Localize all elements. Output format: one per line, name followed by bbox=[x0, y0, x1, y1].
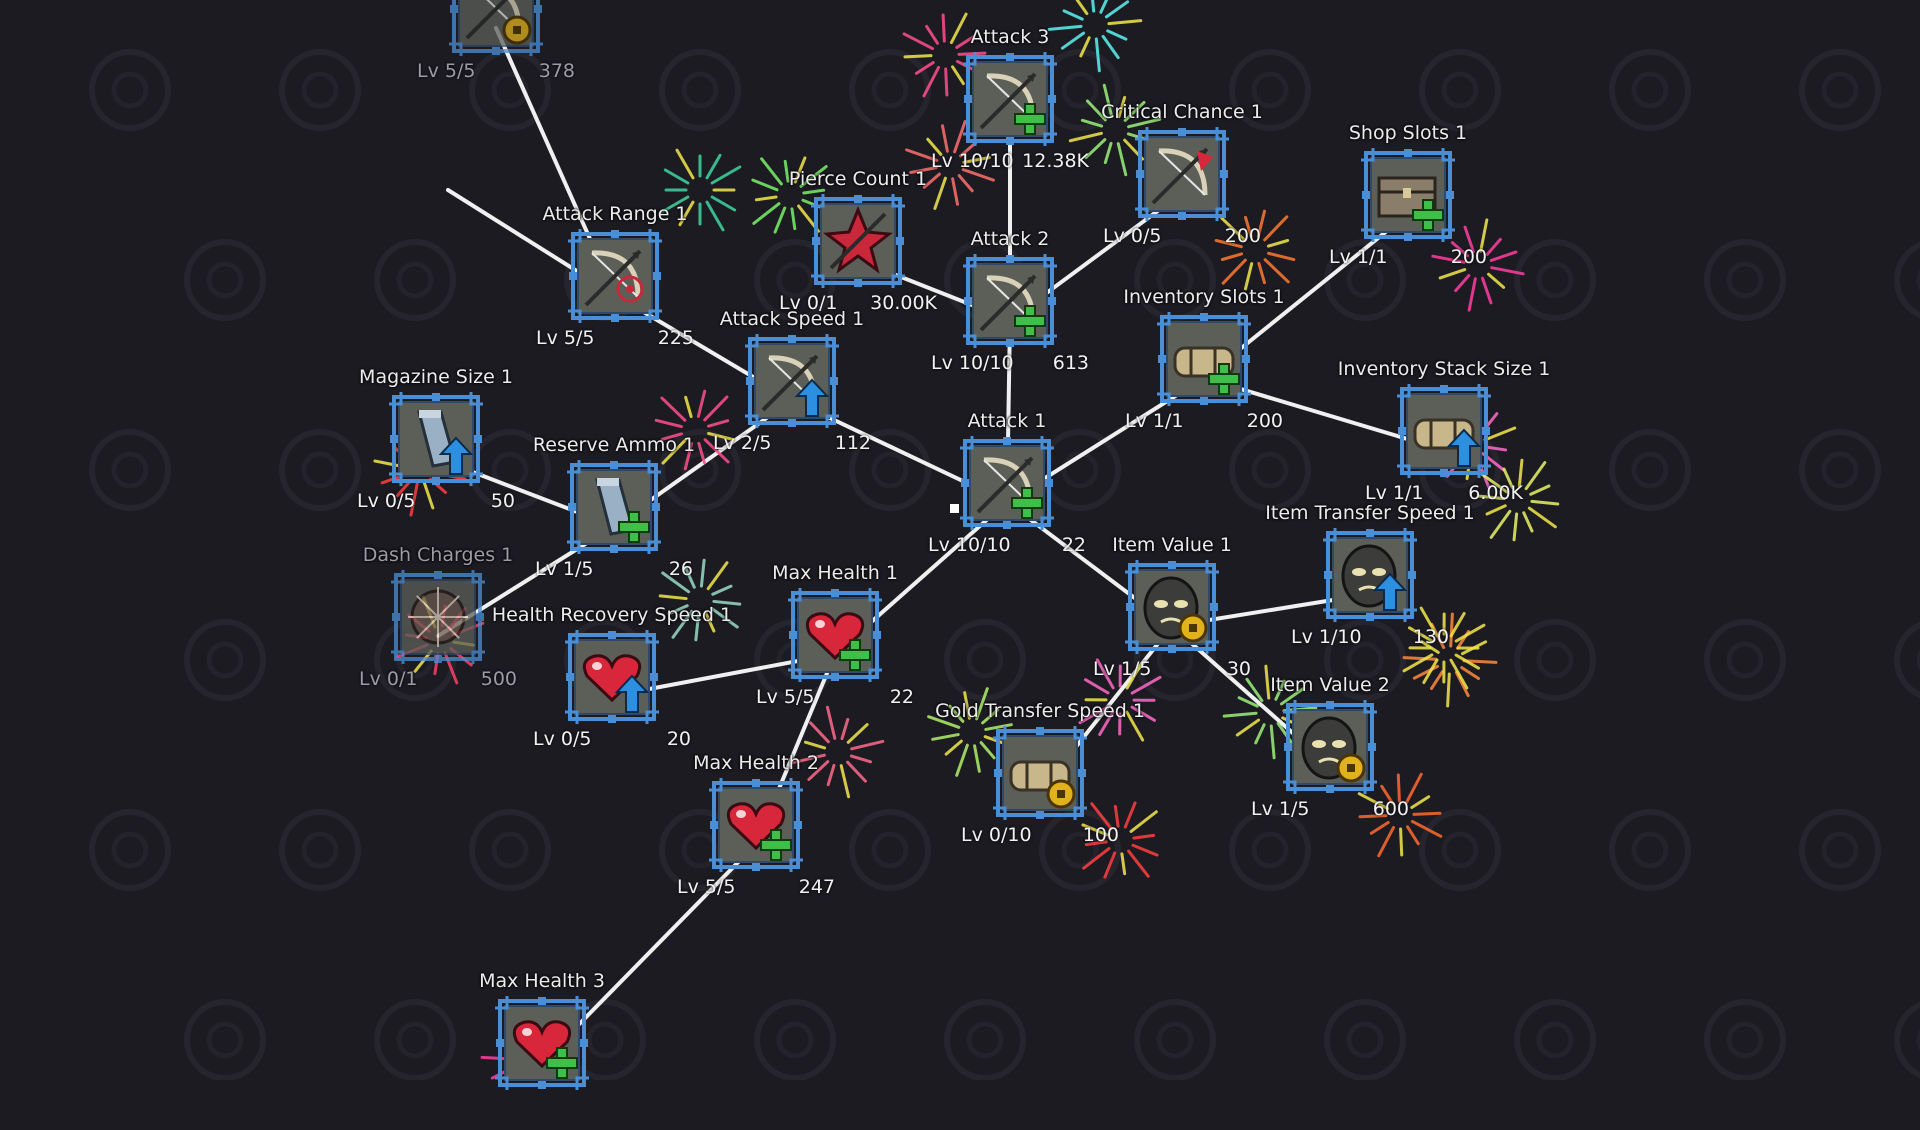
skill-title: Max Health 1 bbox=[700, 562, 970, 584]
skill-cost: 613 bbox=[1053, 352, 1089, 374]
skill-cost: 12.38K bbox=[1022, 150, 1089, 172]
skill-title: Attack 2 bbox=[875, 228, 1145, 250]
skill-level: Lv 5/5 bbox=[756, 686, 814, 708]
heart-icon bbox=[788, 588, 882, 682]
skill-cost: 26 bbox=[669, 558, 693, 580]
skill-node-health-recovery-speed-1[interactable]: Health Recovery Speed 1 Lv 0/5 20 bbox=[537, 604, 687, 764]
skill-title: Pierce Count 1 bbox=[723, 168, 993, 190]
heart-icon bbox=[709, 778, 803, 872]
skill-title: Item Value 2 bbox=[1195, 674, 1465, 696]
skill-title: Max Health 3 bbox=[407, 970, 677, 992]
skill-cost: 112 bbox=[835, 432, 871, 454]
skill-cost: 378 bbox=[539, 60, 575, 82]
skill-cost: 6.00K bbox=[1468, 482, 1523, 504]
magazine-icon bbox=[389, 392, 483, 486]
skill-title: Critical Chance 1 bbox=[1047, 101, 1317, 123]
bow-icon bbox=[963, 52, 1057, 146]
skill-level: Lv 1/1 bbox=[1365, 482, 1423, 504]
mask-icon bbox=[1283, 700, 1377, 794]
bag-icon bbox=[1397, 384, 1491, 478]
skill-node-max-health-3[interactable]: Max Health 3 bbox=[467, 970, 617, 1130]
skill-title: Dash Charges 1 bbox=[303, 544, 573, 566]
skill-title: Attack Range 1 bbox=[480, 203, 750, 225]
skill-node-attack-2[interactable]: Attack 2 Lv 10/10 613 bbox=[935, 228, 1085, 388]
bag-icon bbox=[1157, 312, 1251, 406]
skill-node-inventory-stack-size-1[interactable]: Inventory Stack Size 1 Lv 1/1 6.00K bbox=[1369, 358, 1519, 518]
skill-node-shop-slots-1[interactable]: Shop Slots 1 Lv 1/1 200 bbox=[1333, 122, 1483, 282]
skill-title: Magazine Size 1 bbox=[301, 366, 571, 388]
heart-icon bbox=[495, 996, 589, 1090]
skill-title: Health Recovery Speed 1 bbox=[477, 604, 747, 626]
skill-level: Lv 1/10 bbox=[1291, 626, 1362, 648]
dash-icon bbox=[391, 570, 485, 664]
skill-node-item-value-2[interactable]: Item Value 2 Lv 1/5 600 bbox=[1255, 674, 1405, 834]
skill-level: Lv 1/1 bbox=[1329, 246, 1387, 268]
skill-level: Lv 0/5 bbox=[533, 728, 591, 750]
bow-icon bbox=[568, 229, 662, 323]
bow-icon bbox=[1135, 127, 1229, 221]
skill-level: Lv 1/5 bbox=[1093, 658, 1151, 680]
skill-level: Lv 0/1 bbox=[359, 668, 417, 690]
skill-title: Item Transfer Speed 1 bbox=[1235, 502, 1505, 524]
skill-node-inventory-slots-1[interactable]: Inventory Slots 1 Lv 1/1 200 bbox=[1129, 286, 1279, 446]
skill-cost: 100 bbox=[1083, 824, 1119, 846]
skill-level: Lv 5/5 bbox=[536, 327, 594, 349]
bow-icon bbox=[960, 436, 1054, 530]
skill-level: Lv 10/10 bbox=[931, 352, 1014, 374]
skill-title: Reserve Ammo 1 bbox=[479, 434, 749, 456]
bow-icon bbox=[745, 334, 839, 428]
skill-title: Attack Speed 1 bbox=[657, 308, 927, 330]
skill-level: Lv 1/5 bbox=[1251, 798, 1309, 820]
skill-title: Gold Transfer Speed 1 bbox=[905, 700, 1175, 722]
skill-cost: 50 bbox=[491, 490, 515, 512]
skill-level: Lv 10/10 bbox=[928, 534, 1011, 556]
mask-icon bbox=[1125, 560, 1219, 654]
skill-level: Lv 5/5 bbox=[677, 876, 735, 898]
skill-level: Lv 0/10 bbox=[961, 824, 1032, 846]
skill-node-gold-transfer-speed-1[interactable]: Gold Transfer Speed 1 Lv 0/10 100 bbox=[965, 700, 1115, 860]
skill-node-attack-range-1[interactable]: Attack Range 1 Lv 5/5 225 bbox=[540, 203, 690, 363]
skill-title: Shop Slots 1 bbox=[1273, 122, 1543, 144]
bow-icon bbox=[963, 254, 1057, 348]
skill-cost: 225 bbox=[658, 327, 694, 349]
mouse-cursor bbox=[950, 504, 959, 513]
skill-title: Inventory Slots 1 bbox=[1069, 286, 1339, 308]
skill-cost: 247 bbox=[799, 876, 835, 898]
skill-title: Attack 1 bbox=[872, 410, 1142, 432]
skill-level: Lv 0/5 bbox=[357, 490, 415, 512]
skill-cost: 200 bbox=[1451, 246, 1487, 268]
skill-title: Item Value 1 bbox=[1037, 534, 1307, 556]
skill-cost: 600 bbox=[1373, 798, 1409, 820]
bag-icon bbox=[993, 726, 1087, 820]
chest-icon bbox=[1361, 148, 1455, 242]
skill-cost: 20 bbox=[667, 728, 691, 750]
bow-icon bbox=[449, 0, 543, 56]
skill-title: Inventory Stack Size 1 bbox=[1309, 358, 1579, 380]
skill-cost: 500 bbox=[481, 668, 517, 690]
skill-node-max-health-1[interactable]: Max Health 1 Lv 5/5 22 bbox=[760, 562, 910, 722]
magazine-icon bbox=[567, 460, 661, 554]
skill-cost: 130 bbox=[1413, 626, 1449, 648]
skill-level: Lv 5/5 bbox=[417, 60, 475, 82]
skill-title: Attack 3 bbox=[875, 26, 1145, 48]
heart-icon bbox=[565, 630, 659, 724]
skill-title: Max Health 2 bbox=[621, 752, 891, 774]
skill-node-max-health-2[interactable]: Max Health 2 Lv 5/5 247 bbox=[681, 752, 831, 912]
skill-node-item-value-1[interactable]: Item Value 1 Lv 1/5 30 bbox=[1097, 534, 1247, 694]
skill-node-item-transfer-speed-1[interactable]: Item Transfer Speed 1 Lv 1/10 130 bbox=[1295, 502, 1445, 662]
skill-node-top-partial[interactable]: Lv 5/5 378 bbox=[421, 0, 571, 96]
mask-icon bbox=[1323, 528, 1417, 622]
skill-node-reserve-ammo-1[interactable]: Reserve Ammo 1 Lv 1/5 26 bbox=[539, 434, 689, 594]
skill-cost: 200 bbox=[1247, 410, 1283, 432]
skill-cost: 200 bbox=[1225, 225, 1261, 247]
